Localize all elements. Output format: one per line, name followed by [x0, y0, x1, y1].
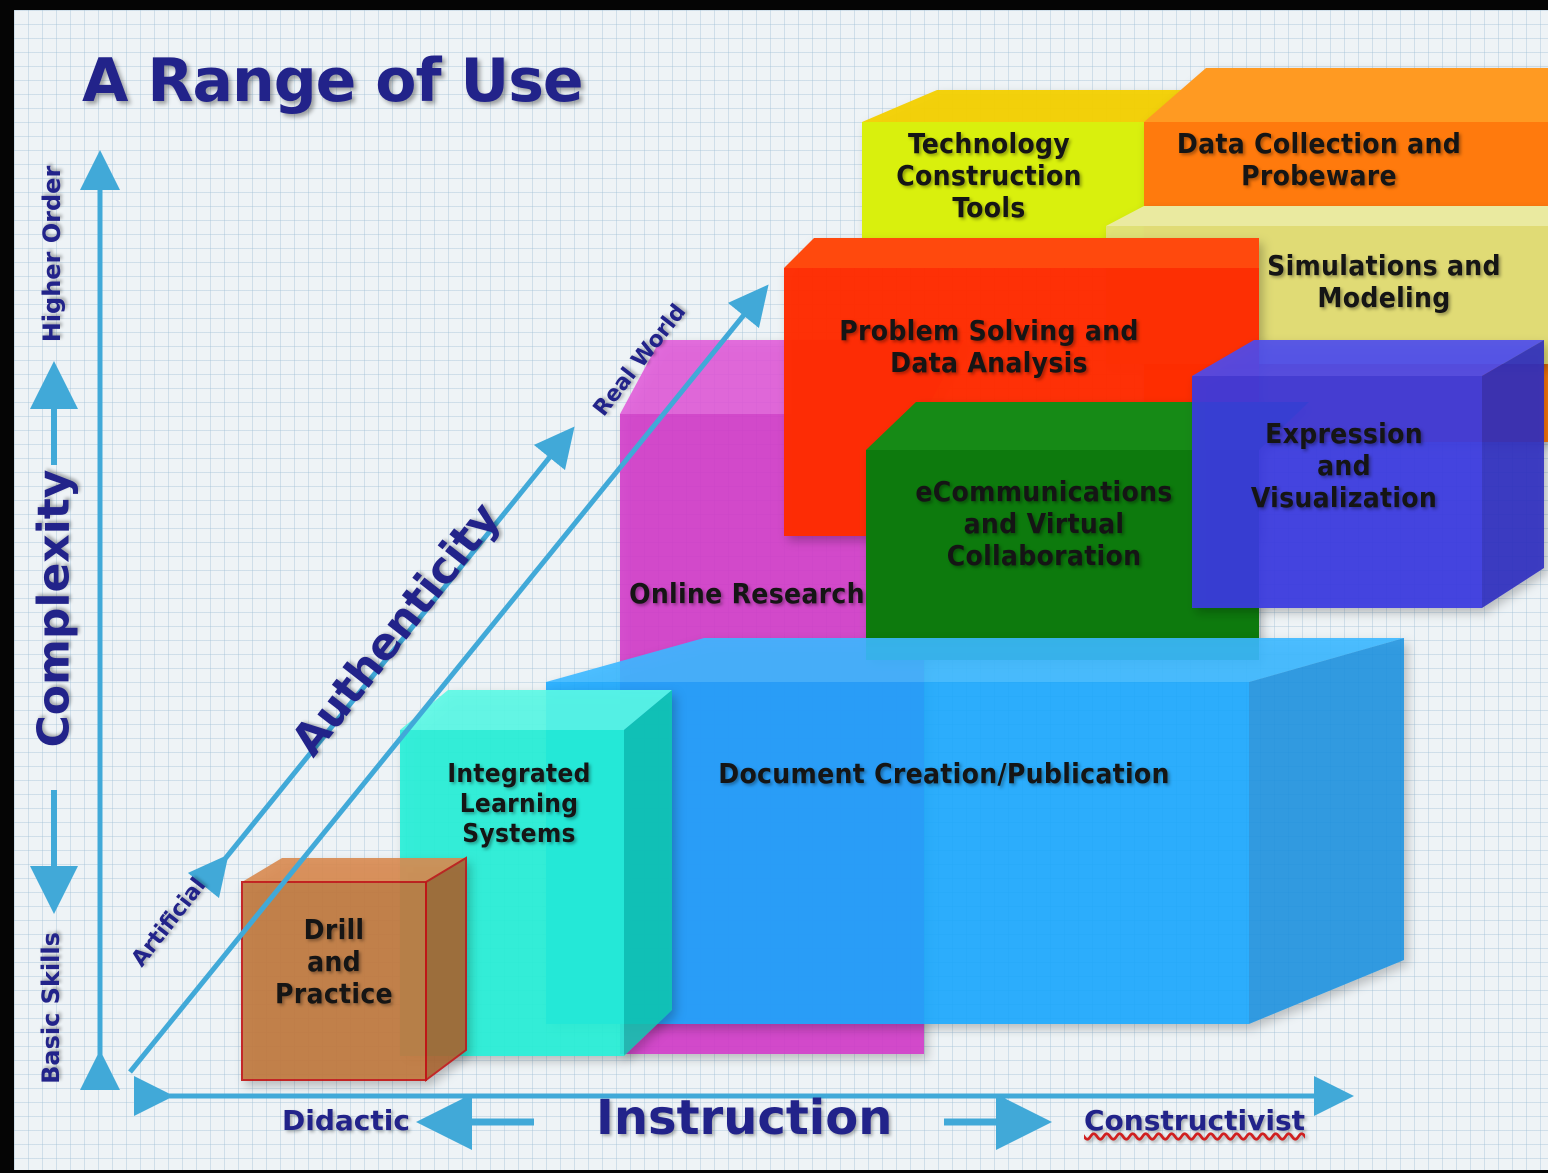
label-simulations-modeling: Simulations and Modeling — [1267, 249, 1501, 315]
label-technology-construction-tools: Technology Construction Tools — [896, 127, 1082, 225]
axis-label-didactic: Didactic — [282, 1104, 410, 1137]
label-ecommunications: eCommunications and Virtual Collaboratio… — [915, 475, 1173, 573]
diagram-graphics — [30, 68, 1548, 1150]
axis-label-complexity: Complexity — [28, 469, 80, 748]
box-expression-visualization — [1192, 340, 1544, 608]
label-integrated-learning: Integrated Learning Systems — [447, 759, 591, 849]
axis-label-constructivist: Constructivist — [1084, 1104, 1305, 1137]
label-data-collection-probeware: Data Collection and Probeware — [1176, 127, 1462, 193]
axis-label-instruction: Instruction — [596, 1090, 893, 1146]
label-online-research: Online Research — [629, 577, 865, 610]
axis-label-higher-order: Higher Order — [38, 165, 66, 343]
label-problem-solving: Problem Solving and Data Analysis — [839, 314, 1139, 380]
label-expression-visualization: Expression and Visualization — [1250, 417, 1438, 515]
box-document-creation — [546, 638, 1404, 1024]
axis-label-basic-skills: Basic Skills — [37, 932, 65, 1084]
label-drill-practice: Drill and Practice — [275, 913, 393, 1011]
diagonal-inner-arrow — [187, 426, 575, 899]
diagram-canvas: A Range of Use Technology Construction T… — [14, 10, 1548, 1170]
label-document-creation: Document Creation/Publication — [718, 757, 1170, 790]
box-technology-construction-tools — [862, 90, 1219, 254]
page-title: A Range of Use — [82, 46, 584, 116]
